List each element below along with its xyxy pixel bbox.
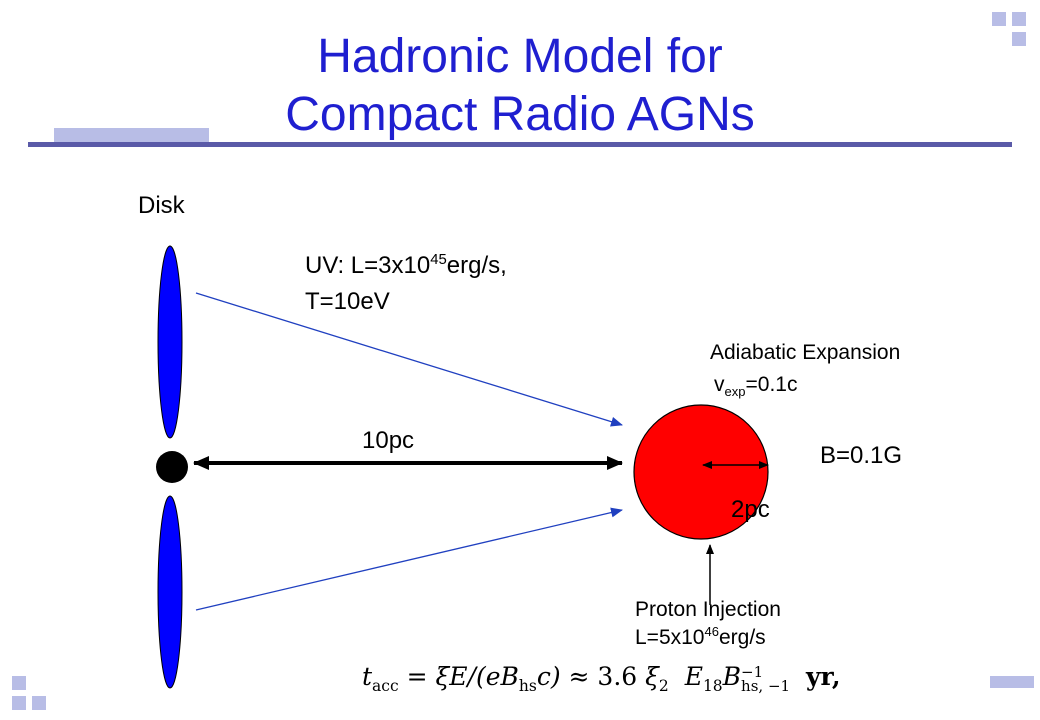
radius-label: 2pc: [731, 496, 770, 523]
distance-label: 10pc: [362, 427, 415, 454]
field-label: B=0.1G: [820, 442, 903, 469]
injection-label: Proton Injection L=5x1046erg/s: [635, 597, 781, 651]
black-hole: [156, 451, 188, 483]
title-line-1: Hadronic Model for: [317, 30, 723, 83]
title-line-2: Compact Radio AGNs: [285, 88, 755, 141]
title-rule: [28, 142, 1012, 147]
uv-label-line-1: UV: L=3x1045erg/s,: [305, 252, 507, 279]
injection-label-line-1: Proton Injection: [635, 598, 781, 621]
uv-ray-lower: [195, 507, 623, 611]
title-accent-bar: [54, 128, 209, 142]
bottom-right-bar: [990, 676, 1034, 688]
adiabatic-label-line-2: vexp=0.1c: [714, 373, 798, 400]
uv-ray-upper: [195, 292, 623, 427]
uv-label-line-2: T=10eV: [305, 288, 390, 315]
emission-region: [633, 404, 769, 540]
disk-lower-lobe: [157, 495, 183, 689]
slide-title: Hadronic Model for Compact Radio AGNs: [0, 28, 1040, 144]
disk-upper-lobe: [157, 245, 183, 439]
adiabatic-label: Adiabatic Expansion vexp=0.1c: [710, 340, 900, 398]
disk-label: Disk: [138, 192, 185, 219]
injection-label-line-2: L=5x1046erg/s: [635, 624, 766, 649]
adiabatic-label-line-1: Adiabatic Expansion: [710, 341, 901, 364]
uv-label: UV: L=3x1045erg/s, T=10eV: [305, 252, 507, 316]
